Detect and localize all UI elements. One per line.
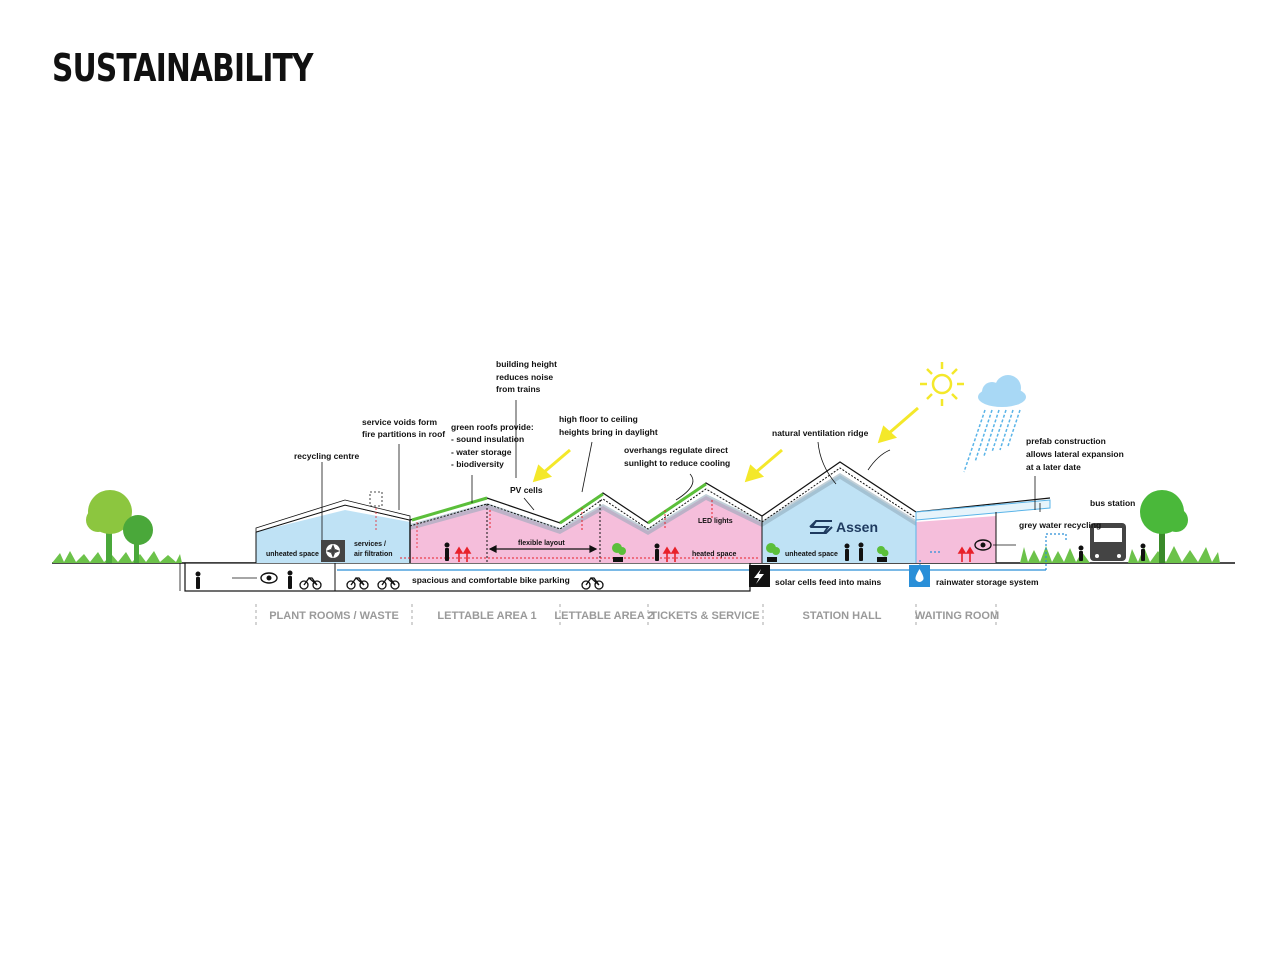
person-icon — [195, 542, 1146, 589]
waiting-room — [916, 516, 996, 563]
heated-space-label: heated space — [692, 551, 736, 558]
building-height-label-1: building height — [496, 359, 557, 369]
ns-logo-icon — [809, 520, 833, 534]
tree-icon — [86, 490, 153, 563]
recycling-label: recycling centre — [294, 451, 359, 461]
bike-parking-label: spacious and comfortable bike parking — [412, 575, 570, 585]
services-label-1: services / — [354, 541, 386, 548]
eye-icon — [260, 539, 992, 584]
tree-icon — [1140, 490, 1188, 563]
unheated-space-left-label: unheated space — [266, 551, 319, 558]
building-height-label-3: from trains — [496, 384, 541, 394]
flexible-layout-arrow — [488, 545, 598, 553]
green-roofs-label-3: - water storage — [451, 447, 512, 457]
building-height-label-2: reduces noise — [496, 372, 553, 382]
plant-room — [256, 510, 410, 563]
brand-label: Assen — [836, 519, 878, 535]
zone-label: LETTABLE AREA 2 — [554, 610, 653, 622]
prefab-label-3: at a later date — [1026, 462, 1081, 472]
natural-ventilation-label: natural ventilation ridge — [772, 428, 869, 438]
services-label-2: air filtration — [354, 551, 393, 558]
rainwater-label: rainwater storage system — [936, 577, 1039, 587]
overhangs-label-2: sunlight to reduce cooling — [624, 458, 730, 468]
grey-water-label: grey water recycling — [1019, 520, 1101, 530]
cloud-icon — [978, 375, 1026, 407]
fan-icon — [321, 540, 345, 562]
flexible-layout-label: flexible layout — [518, 540, 565, 547]
green-roofs-label-1: green roofs provide: — [451, 422, 534, 432]
unheated-space-hall-label: unheated space — [785, 551, 838, 558]
lightning-icon — [749, 565, 770, 587]
green-roofs-label-4: - biodiversity — [451, 459, 504, 469]
zone-label: TICKETS & SERVICE — [650, 610, 759, 622]
prefab-label-2: allows lateral expansion — [1026, 449, 1124, 459]
plant-icon — [612, 543, 889, 562]
heat-lines — [400, 500, 760, 559]
overhangs-label-1: overhangs regulate direct — [624, 445, 728, 455]
green-roofs-label-2: - sound insulation — [451, 434, 524, 444]
sun-ray-arrows — [532, 406, 919, 483]
partitions — [486, 500, 601, 563]
walls — [255, 512, 997, 563]
service-voids-label-2: fire partitions in roof — [362, 429, 445, 439]
zone-label: LETTABLE AREA 1 — [437, 610, 536, 622]
heat-arrows — [454, 546, 975, 562]
zone-label: WAITING ROOM — [915, 610, 999, 622]
service-voids-label-1: service voids form — [362, 417, 438, 427]
led-lights-label: LED lights — [698, 518, 733, 525]
ceiling-bands — [410, 473, 916, 535]
solar-feed-label: solar cells feed into mains — [775, 577, 882, 587]
bicycle-icon — [299, 577, 604, 590]
grass-right — [1020, 546, 1220, 563]
ground — [52, 562, 1235, 592]
rain-icon — [963, 409, 1021, 473]
service-voids — [369, 491, 418, 548]
pv-cells-label: PV cells — [510, 485, 543, 495]
prefab-label-1: prefab construction — [1026, 436, 1106, 446]
water-drop-icon — [909, 565, 930, 587]
station-hall — [762, 475, 916, 563]
page-title: SUSTAINABILITY — [52, 46, 313, 90]
zone-dividers — [255, 604, 997, 626]
high-floor-label-2: heights bring in daylight — [559, 427, 658, 437]
bus-icon — [1090, 523, 1126, 561]
grass-left — [52, 551, 182, 563]
high-floor-label-1: high floor to ceiling — [559, 414, 638, 424]
leader-lines — [321, 400, 1036, 540]
zone-label: PLANT ROOMS / WASTE — [269, 610, 399, 622]
zone-label: STATION HALL — [802, 610, 881, 622]
bus-station-label: bus station — [1090, 498, 1135, 508]
sun-icon — [920, 362, 964, 406]
